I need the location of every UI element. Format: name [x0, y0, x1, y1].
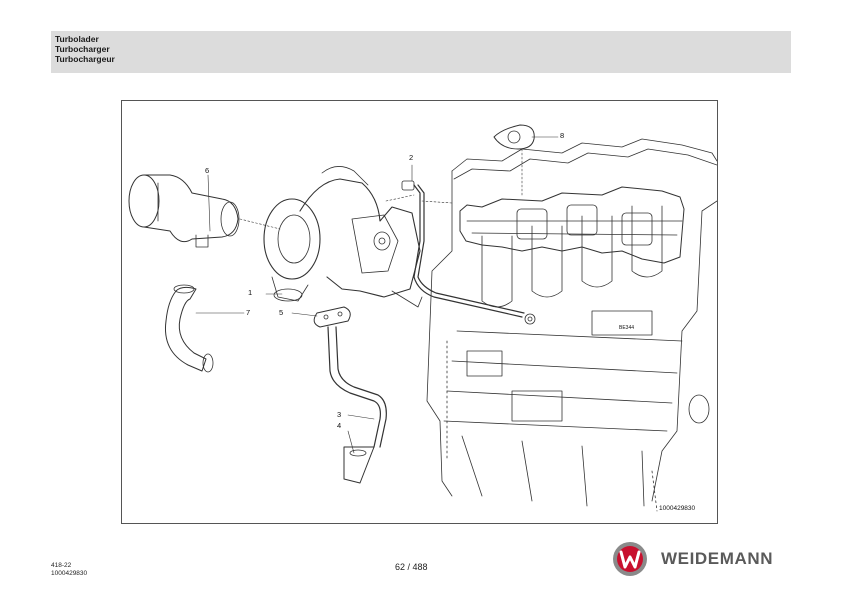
callout-8: 8: [560, 131, 565, 140]
title-german: Turbolader: [55, 34, 99, 44]
title-english: Turbocharger: [55, 44, 110, 54]
part-2-oil-feed-line: [401, 180, 536, 325]
drawing-number: 1000429830: [659, 505, 696, 512]
callout-4: 4: [337, 421, 342, 430]
part-6-air-hose: [128, 174, 240, 248]
drawing-canvas: [128, 124, 717, 512]
callout-3: 3: [337, 410, 342, 419]
section-number: 418-22: [51, 562, 72, 569]
engine-marking: BE344: [619, 325, 635, 331]
engine-block: [426, 138, 717, 512]
part-7-pipe-bend: [164, 284, 214, 373]
callout-leaders: [195, 136, 559, 454]
part-1-turbocharger: [263, 166, 423, 308]
brand-name: WEIDEMANN: [661, 549, 774, 568]
footer-reference: 418-22 1000429830: [51, 562, 87, 577]
title-french: Turbochargeur: [55, 54, 115, 64]
part-5-gasket: [313, 306, 351, 328]
exploded-parts-drawing: 1 2 3 4 5 6 7 8 BE344 1000429830: [121, 100, 718, 524]
callout-5: 5: [279, 308, 284, 317]
weidemann-logo-icon: [613, 542, 647, 576]
page-number: 62 / 488: [395, 562, 428, 572]
callout-2: 2: [409, 153, 414, 162]
callout-6: 6: [205, 166, 210, 175]
page-header: Turbolader Turbocharger Turbochargeur: [51, 31, 791, 73]
part-3-oil-return-pipe: [327, 326, 387, 484]
part-8-flange-gasket: [493, 124, 535, 150]
document-number: 1000429830: [51, 569, 88, 577]
callout-1: 1: [248, 288, 253, 297]
callout-7: 7: [246, 308, 251, 317]
